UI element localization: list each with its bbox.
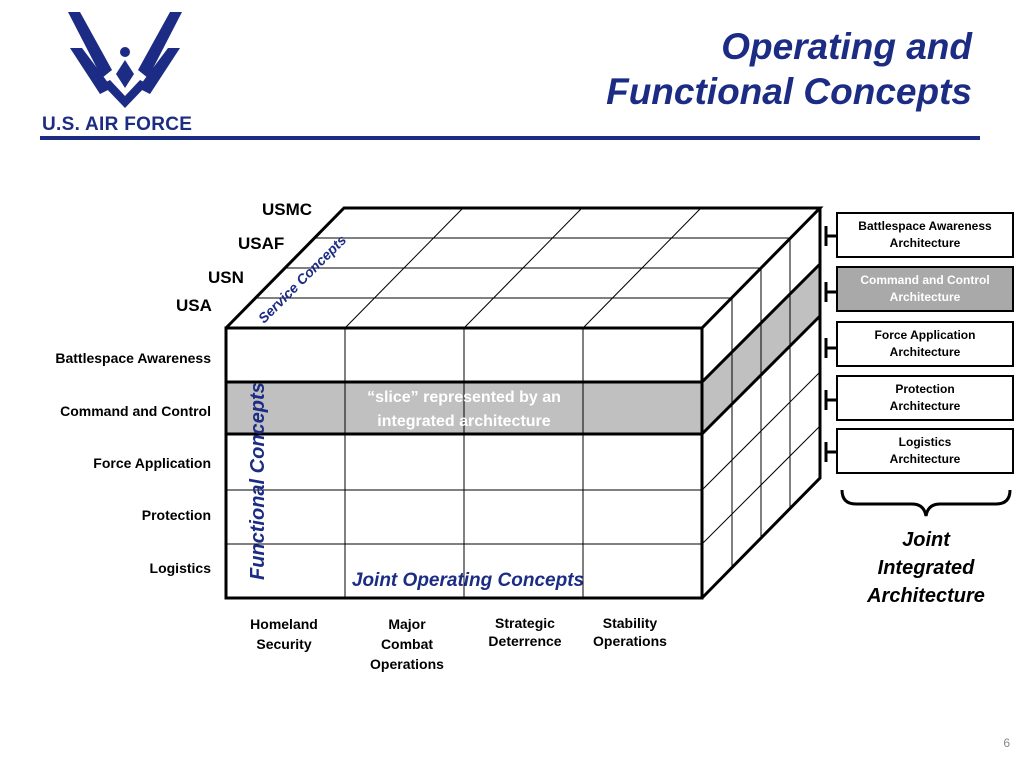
service-label-usa: USA xyxy=(176,296,212,315)
architecture-box-logistics: Logistics Architecture xyxy=(836,428,1014,474)
joint-label-line: Integrated xyxy=(877,557,975,579)
architecture-box-command-and-control: Command and Control Architecture xyxy=(836,266,1014,312)
column-label-line: Strategic xyxy=(495,615,555,631)
joint-operating-concepts-label: Joint Operating Concepts xyxy=(352,570,584,591)
architecture-box-line: Protection xyxy=(895,382,955,396)
column-label-stability-operations: Stability Operations xyxy=(576,614,684,650)
cube-outline xyxy=(224,206,824,600)
row-label-battlespace-awareness: Battlespace Awareness xyxy=(55,350,211,366)
architecture-box-force-application: Force Application Architecture xyxy=(836,321,1014,367)
service-label-usmc: USMC xyxy=(262,200,313,219)
right-face-grid xyxy=(701,238,821,568)
architecture-box-line: Logistics xyxy=(898,435,952,449)
architecture-box-line: Command and Control xyxy=(860,273,990,287)
joint-label-line: Architecture xyxy=(867,585,985,607)
header-rule xyxy=(40,136,980,140)
functional-axis-label: Functional Concepts xyxy=(247,382,269,580)
service-label-usn: USN xyxy=(208,268,244,287)
architecture-box-line: Architecture xyxy=(889,290,961,304)
logo-text: U.S. AIR FORCE xyxy=(42,114,193,135)
column-label-line: Operations xyxy=(370,656,444,672)
column-label-line: Security xyxy=(256,636,312,652)
top-face-grid xyxy=(256,207,790,329)
row-label-protection: Protection xyxy=(141,507,211,523)
air-force-logo xyxy=(40,8,210,112)
page-number: 6 xyxy=(1003,736,1010,750)
architecture-box-line: Architecture xyxy=(889,236,961,250)
service-label-usaf: USAF xyxy=(238,234,285,253)
column-label-line: Operations xyxy=(593,633,667,649)
row-label-force-application: Force Application xyxy=(93,455,211,471)
column-label-homeland-security: Homeland Security xyxy=(226,614,342,654)
slice-text-line-2: integrated architecture xyxy=(377,413,550,430)
column-label-strategic-deterrence: Strategic Deterrence xyxy=(470,614,580,650)
joint-integrated-architecture-label: Joint Integrated Architecture xyxy=(836,526,1016,610)
air-force-wings-icon xyxy=(68,12,182,108)
column-label-line: Deterrence xyxy=(488,633,562,649)
joint-brace xyxy=(840,489,1012,517)
architecture-box-line: Architecture xyxy=(889,345,961,359)
architecture-box-line: Battlespace Awareness xyxy=(858,219,992,233)
column-label-line: Combat xyxy=(380,636,434,652)
architecture-box-line: Force Application xyxy=(874,328,976,342)
column-label-line: Major xyxy=(388,616,426,632)
front-face-grid xyxy=(226,328,702,598)
page-title: Operating and Functional Concepts xyxy=(452,24,972,114)
architecture-box-battlespace-awareness: Battlespace Awareness Architecture xyxy=(836,212,1014,258)
row-label-logistics: Logistics xyxy=(149,560,211,576)
column-label-line: Stability xyxy=(602,615,658,631)
architecture-box-line: Architecture xyxy=(889,452,961,466)
row-label-command-and-control: Command and Control xyxy=(60,403,211,419)
title-line-1: Operating and xyxy=(721,26,972,67)
architecture-connectors xyxy=(826,234,836,454)
joint-label-line: Joint xyxy=(902,529,950,551)
architecture-box-line: Architecture xyxy=(889,399,961,413)
column-label-major-combat-operations: Major Combat Operations xyxy=(348,614,466,674)
column-label-line: Homeland xyxy=(250,616,318,632)
slice-text-line-1: “slice” represented by an xyxy=(367,389,561,406)
title-line-2: Functional Concepts xyxy=(606,71,972,112)
architecture-box-protection: Protection Architecture xyxy=(836,375,1014,421)
